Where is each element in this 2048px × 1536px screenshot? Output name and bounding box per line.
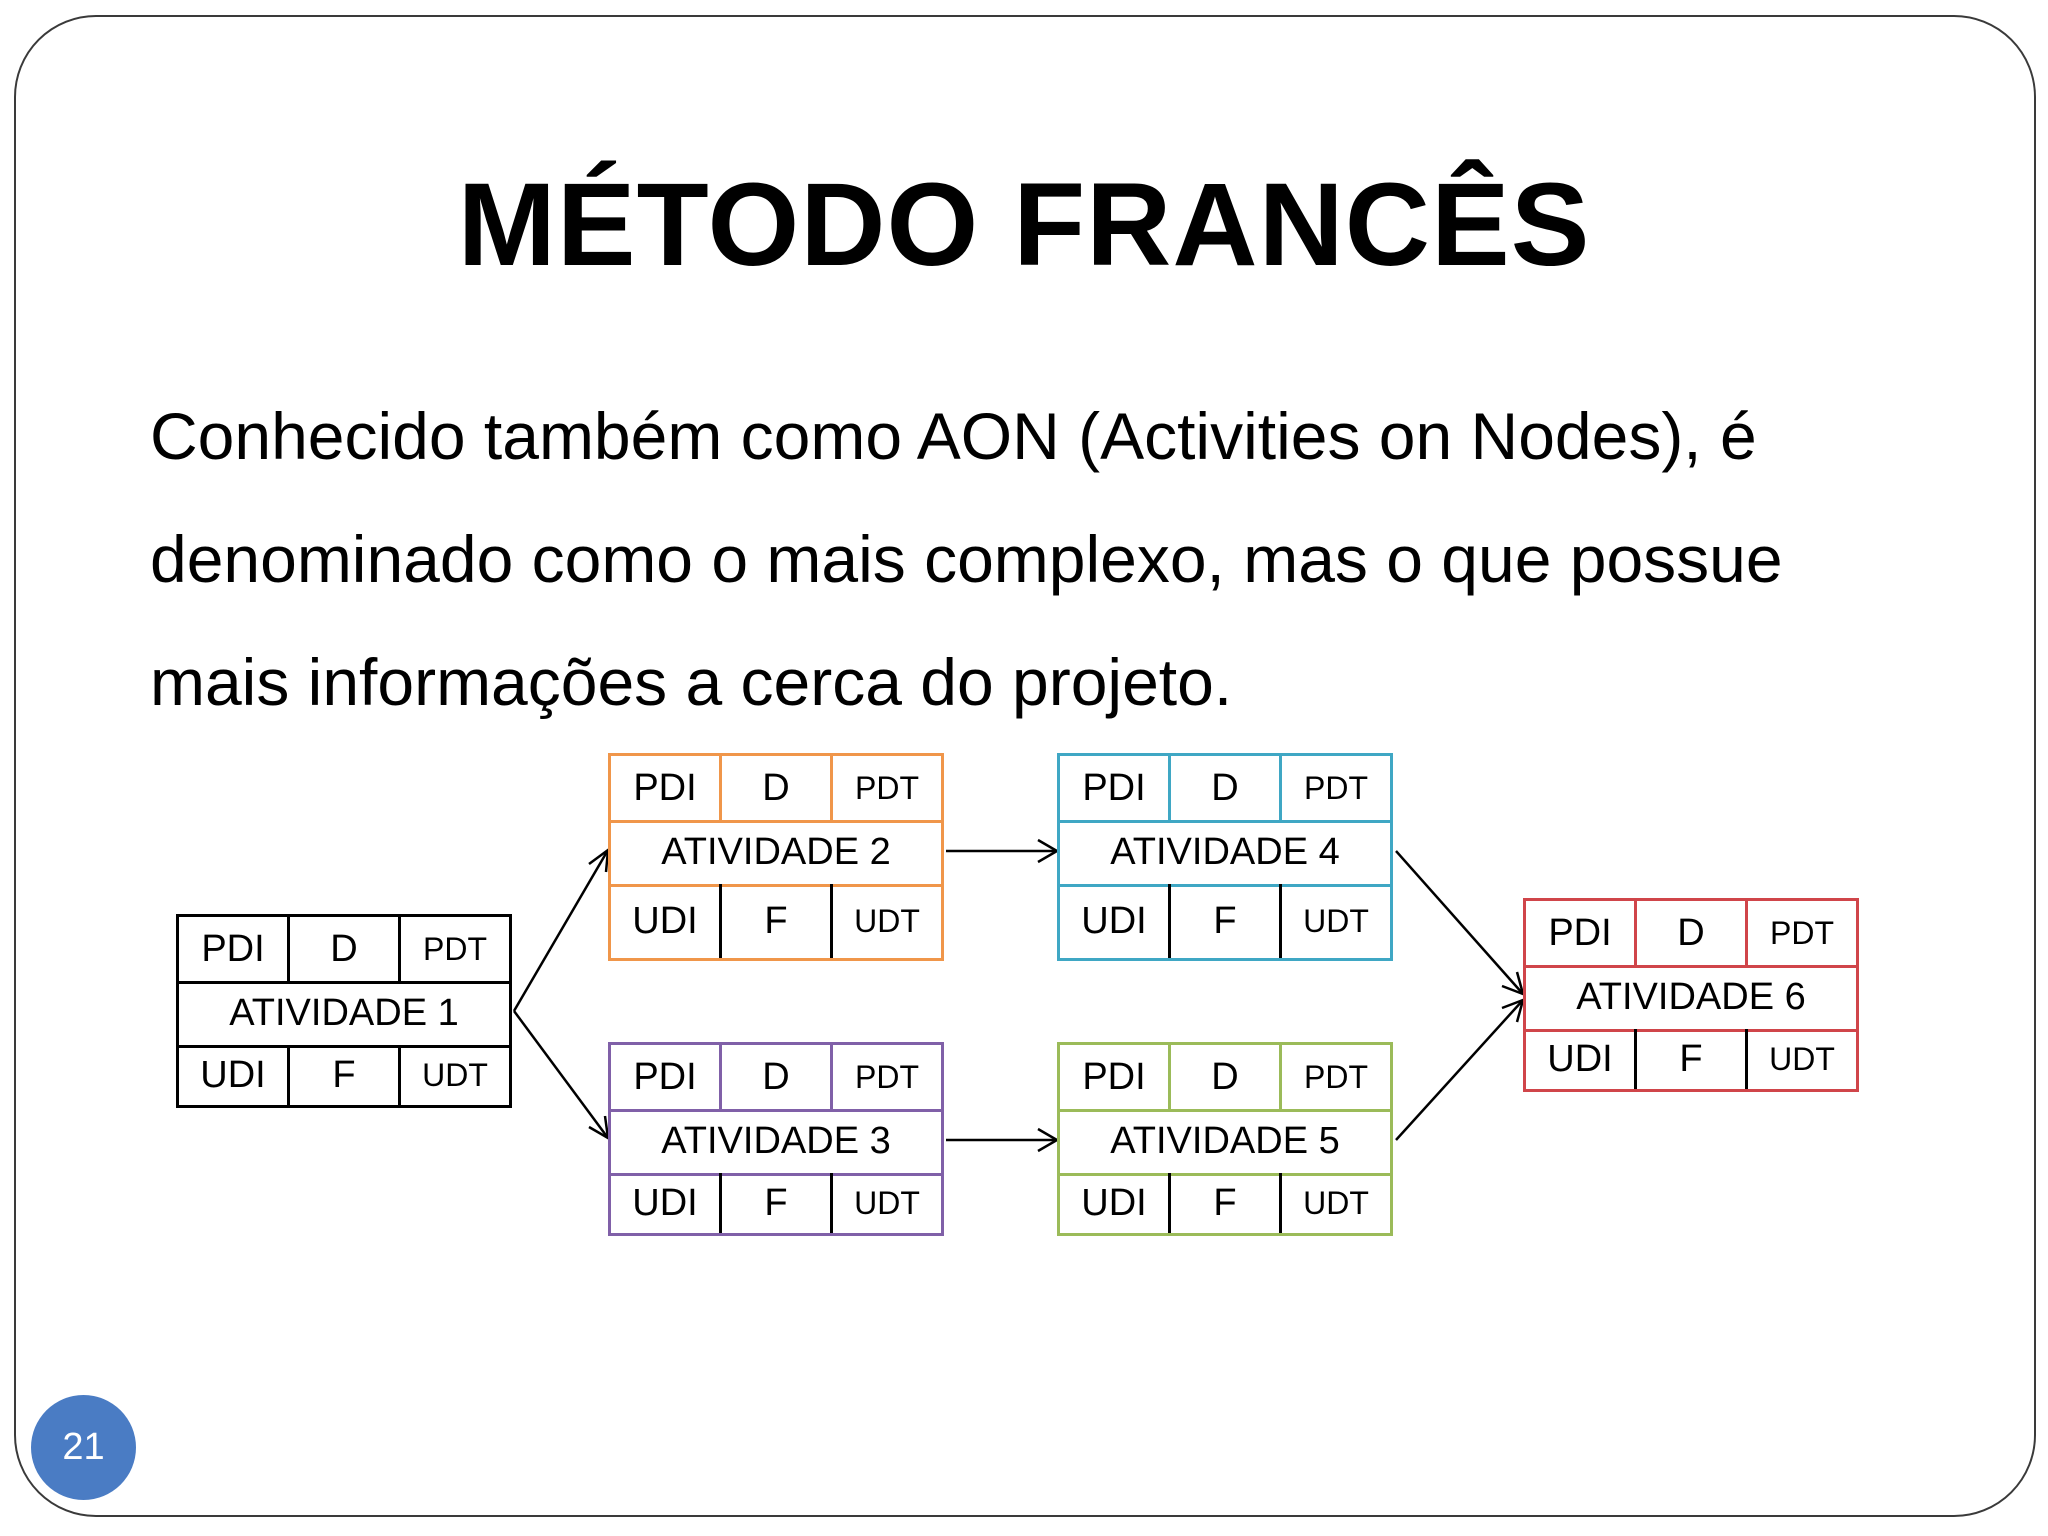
node-pdt: PDT <box>830 1045 941 1109</box>
node-udi: UDI <box>632 1181 698 1224</box>
node-middle-row: ATIVIDADE 5 <box>1060 1109 1390 1176</box>
node-d: D <box>287 917 398 981</box>
node-top-row: PDI D PDT <box>179 917 509 984</box>
node-udt: UDT <box>830 884 941 958</box>
node-activity-name: ATIVIDADE 1 <box>229 991 459 1034</box>
node-top-row: PDI D PDT <box>1060 1045 1390 1112</box>
node-top-row: PDI D PDT <box>1060 756 1390 823</box>
slide-frame <box>14 15 2036 1517</box>
node-top-row: PDI D PDT <box>611 756 941 823</box>
node-bottom-row: UDI F UDT <box>611 884 941 958</box>
node-pdi: PDI <box>633 1055 697 1098</box>
node-f: F <box>1168 884 1279 958</box>
node-activity-name: ATIVIDADE 3 <box>661 1119 891 1162</box>
node-f: F <box>1168 1173 1279 1233</box>
node-udi: UDI <box>200 1053 266 1096</box>
activity-node-5: PDI D PDT ATIVIDADE 5 UDI F UDT <box>1057 1042 1393 1236</box>
node-bottom-row: UDI F UDT <box>1526 1029 1856 1089</box>
node-top-row: PDI D PDT <box>611 1045 941 1112</box>
node-pdt: PDT <box>830 756 941 820</box>
node-bottom-row: UDI F UDT <box>611 1173 941 1233</box>
node-udt: UDT <box>398 1045 509 1105</box>
node-udi: UDI <box>1547 1037 1613 1080</box>
node-top-row: PDI D PDT <box>1526 901 1856 968</box>
node-activity-name: ATIVIDADE 5 <box>1110 1119 1340 1162</box>
edge-n1-n3 <box>512 1010 610 1139</box>
node-pdi: PDI <box>201 927 265 970</box>
slide-number-badge: 21 <box>31 1395 136 1500</box>
node-udt: UDT <box>1279 1173 1390 1233</box>
node-d: D <box>719 756 830 820</box>
slide-paragraph: Conhecido também como AON (Activities on… <box>150 375 1950 744</box>
node-pdt: PDT <box>398 917 509 981</box>
node-pdt: PDT <box>1279 756 1390 820</box>
paragraph-line-2: denominado como o mais complexo, mas o q… <box>150 522 1783 596</box>
node-f: F <box>719 1173 830 1233</box>
node-activity-name: ATIVIDADE 4 <box>1110 830 1340 873</box>
slide-title: MÉTODO FRANCÊS <box>457 159 1591 291</box>
activity-node-6: PDI D PDT ATIVIDADE 6 UDI F UDT <box>1523 898 1859 1092</box>
activity-node-1: PDI D PDT ATIVIDADE 1 UDI F UDT <box>176 914 512 1108</box>
node-udi: UDI <box>1081 1181 1147 1224</box>
node-pdt: PDT <box>1745 901 1856 965</box>
node-d: D <box>1168 1045 1279 1109</box>
edge-n1-n2 <box>512 849 610 1012</box>
node-activity-name: ATIVIDADE 6 <box>1576 975 1806 1018</box>
node-f: F <box>287 1045 398 1105</box>
node-pdi: PDI <box>633 766 697 809</box>
node-udi: UDI <box>632 899 698 942</box>
node-udi: UDI <box>1081 899 1147 942</box>
node-f: F <box>719 884 830 958</box>
node-middle-row: ATIVIDADE 3 <box>611 1109 941 1176</box>
node-pdi: PDI <box>1082 1055 1146 1098</box>
node-pdi: PDI <box>1082 766 1146 809</box>
node-activity-name: ATIVIDADE 2 <box>661 830 891 873</box>
node-udt: UDT <box>830 1173 941 1233</box>
activity-node-2: PDI D PDT ATIVIDADE 2 UDI F UDT <box>608 753 944 961</box>
node-udt: UDT <box>1745 1029 1856 1089</box>
node-bottom-row: UDI F UDT <box>1060 884 1390 958</box>
paragraph-line-3: mais informações a cerca do projeto. <box>150 645 1233 719</box>
node-pdi: PDI <box>1548 911 1612 954</box>
edge-n5-n6 <box>1395 999 1524 1141</box>
node-d: D <box>719 1045 830 1109</box>
node-udt: UDT <box>1279 884 1390 958</box>
node-bottom-row: UDI F UDT <box>1060 1173 1390 1233</box>
node-pdt: PDT <box>1279 1045 1390 1109</box>
activity-node-3: PDI D PDT ATIVIDADE 3 UDI F UDT <box>608 1042 944 1236</box>
edge-n4-n6 <box>1395 850 1524 995</box>
node-middle-row: ATIVIDADE 4 <box>1060 820 1390 887</box>
node-middle-row: ATIVIDADE 6 <box>1526 965 1856 1032</box>
node-d: D <box>1168 756 1279 820</box>
node-d: D <box>1634 901 1745 965</box>
paragraph-line-1: Conhecido também como AON (Activities on… <box>150 399 1757 473</box>
activity-node-4: PDI D PDT ATIVIDADE 4 UDI F UDT <box>1057 753 1393 961</box>
node-bottom-row: UDI F UDT <box>179 1045 509 1105</box>
node-f: F <box>1634 1029 1745 1089</box>
node-middle-row: ATIVIDADE 2 <box>611 820 941 887</box>
node-middle-row: ATIVIDADE 1 <box>179 981 509 1048</box>
